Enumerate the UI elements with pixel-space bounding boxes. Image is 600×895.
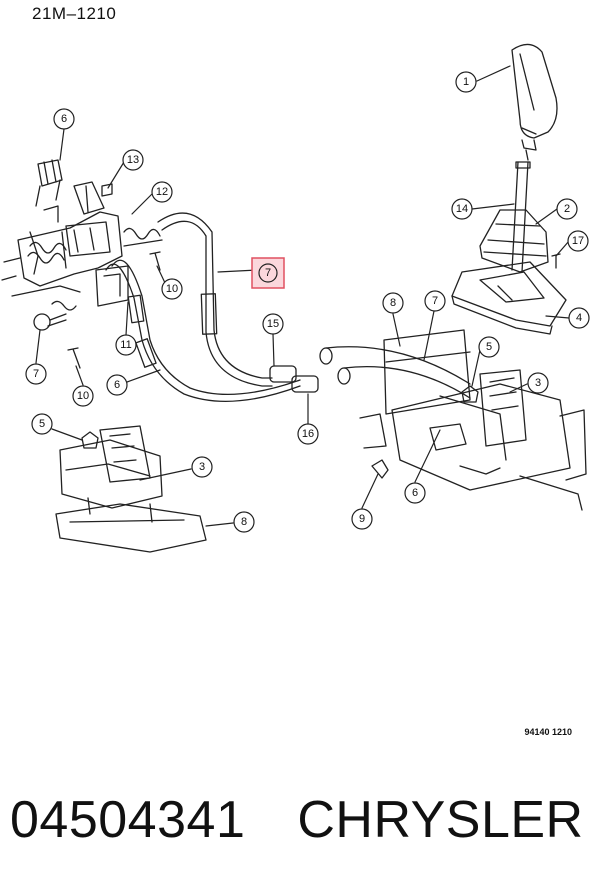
callout-label: 7 bbox=[33, 368, 39, 380]
callout-1 bbox=[455, 71, 477, 93]
callout-8-lower bbox=[233, 511, 255, 533]
console-bezel bbox=[451, 261, 567, 335]
callout-label-highlighted[interactable]: 7 bbox=[265, 267, 271, 279]
callout-label: 9 bbox=[359, 513, 365, 525]
pin-9 bbox=[371, 459, 389, 479]
callout-16 bbox=[297, 423, 319, 445]
ball-socket-7 bbox=[33, 300, 77, 331]
callout-label: 13 bbox=[127, 154, 139, 166]
callout-label: 15 bbox=[267, 318, 279, 330]
callout-label: 3 bbox=[199, 461, 205, 473]
screw-17 bbox=[551, 253, 561, 269]
transmission-bracket bbox=[1, 181, 129, 307]
callout-7-highlighted[interactable] bbox=[251, 257, 285, 289]
callout-14 bbox=[451, 198, 473, 220]
callout-label: 11 bbox=[120, 339, 131, 351]
callout-10-lower bbox=[72, 385, 94, 407]
callout-label: 5 bbox=[39, 418, 45, 430]
callout-15 bbox=[262, 313, 284, 335]
callout-label: 6 bbox=[114, 379, 120, 391]
part-number-line: 04504341 CHRYSLER bbox=[10, 790, 584, 850]
bolt-10-lower bbox=[67, 347, 81, 369]
callout-3-lower bbox=[191, 456, 213, 478]
shifter-base-3 bbox=[359, 369, 587, 511]
callout-9 bbox=[351, 508, 373, 530]
callout-label: 8 bbox=[241, 516, 247, 528]
cable-end-fittings-15-16 bbox=[269, 346, 471, 399]
clip-13 bbox=[101, 183, 113, 197]
callout-label: 17 bbox=[572, 235, 584, 247]
callout-label: 10 bbox=[166, 283, 178, 295]
throttle-cable-6 bbox=[105, 259, 301, 403]
callout-label: 6 bbox=[412, 487, 418, 499]
callout-17 bbox=[567, 230, 589, 252]
callout-label: 6 bbox=[61, 113, 67, 125]
shifter-base-lower-3 bbox=[59, 425, 163, 509]
leader-lines bbox=[35, 65, 570, 527]
callout-label: 7 bbox=[432, 295, 438, 307]
callout-5-lower bbox=[31, 413, 53, 435]
callout-label: 8 bbox=[390, 297, 396, 309]
bolt-10-upper bbox=[149, 251, 161, 271]
callout-label: 3 bbox=[535, 377, 541, 389]
diagram-id: 21M–1210 bbox=[32, 4, 117, 23]
callout-label: 10 bbox=[77, 390, 89, 402]
nut-5-right bbox=[461, 385, 479, 403]
shifter-bracket-lower-8 bbox=[55, 497, 207, 553]
callout-6-right bbox=[404, 482, 426, 504]
callout-10-upper bbox=[161, 278, 183, 300]
callout-5-right bbox=[478, 336, 500, 358]
shift-lever bbox=[511, 161, 531, 273]
callout-6-mid bbox=[106, 374, 128, 396]
cable-end-bushing-6 bbox=[35, 159, 63, 207]
callout-11 bbox=[115, 334, 137, 356]
callout-2 bbox=[556, 198, 578, 220]
callout-7-right bbox=[424, 290, 446, 312]
cable-end-spring-12 bbox=[123, 227, 163, 247]
callout-label: 4 bbox=[576, 312, 582, 324]
callout-label: 5 bbox=[486, 341, 492, 353]
callout-4 bbox=[568, 307, 590, 329]
callout-7-left bbox=[25, 363, 47, 385]
callout-label: 12 bbox=[156, 186, 168, 198]
shifter-bracket-8 bbox=[383, 329, 471, 415]
brand-name: CHRYSLER bbox=[297, 791, 584, 849]
callout-13 bbox=[122, 149, 144, 171]
callout-label: 14 bbox=[456, 203, 468, 215]
nut-5-lower bbox=[81, 431, 99, 449]
adjuster-spring bbox=[27, 241, 67, 264]
part-number: 04504341 bbox=[10, 791, 246, 849]
callout-label: 1 bbox=[463, 76, 469, 88]
cable-adjuster-block bbox=[65, 221, 111, 257]
callout-label: 2 bbox=[564, 203, 570, 215]
drawing-code: 94140 1210 bbox=[524, 727, 572, 737]
callout-12 bbox=[151, 181, 173, 203]
callout-3-right bbox=[527, 372, 549, 394]
callout-8-right bbox=[382, 292, 404, 314]
callout-6-top bbox=[53, 108, 75, 130]
shift-cable bbox=[157, 212, 273, 387]
callout-label: 16 bbox=[302, 428, 314, 440]
shift-knob bbox=[511, 43, 558, 161]
